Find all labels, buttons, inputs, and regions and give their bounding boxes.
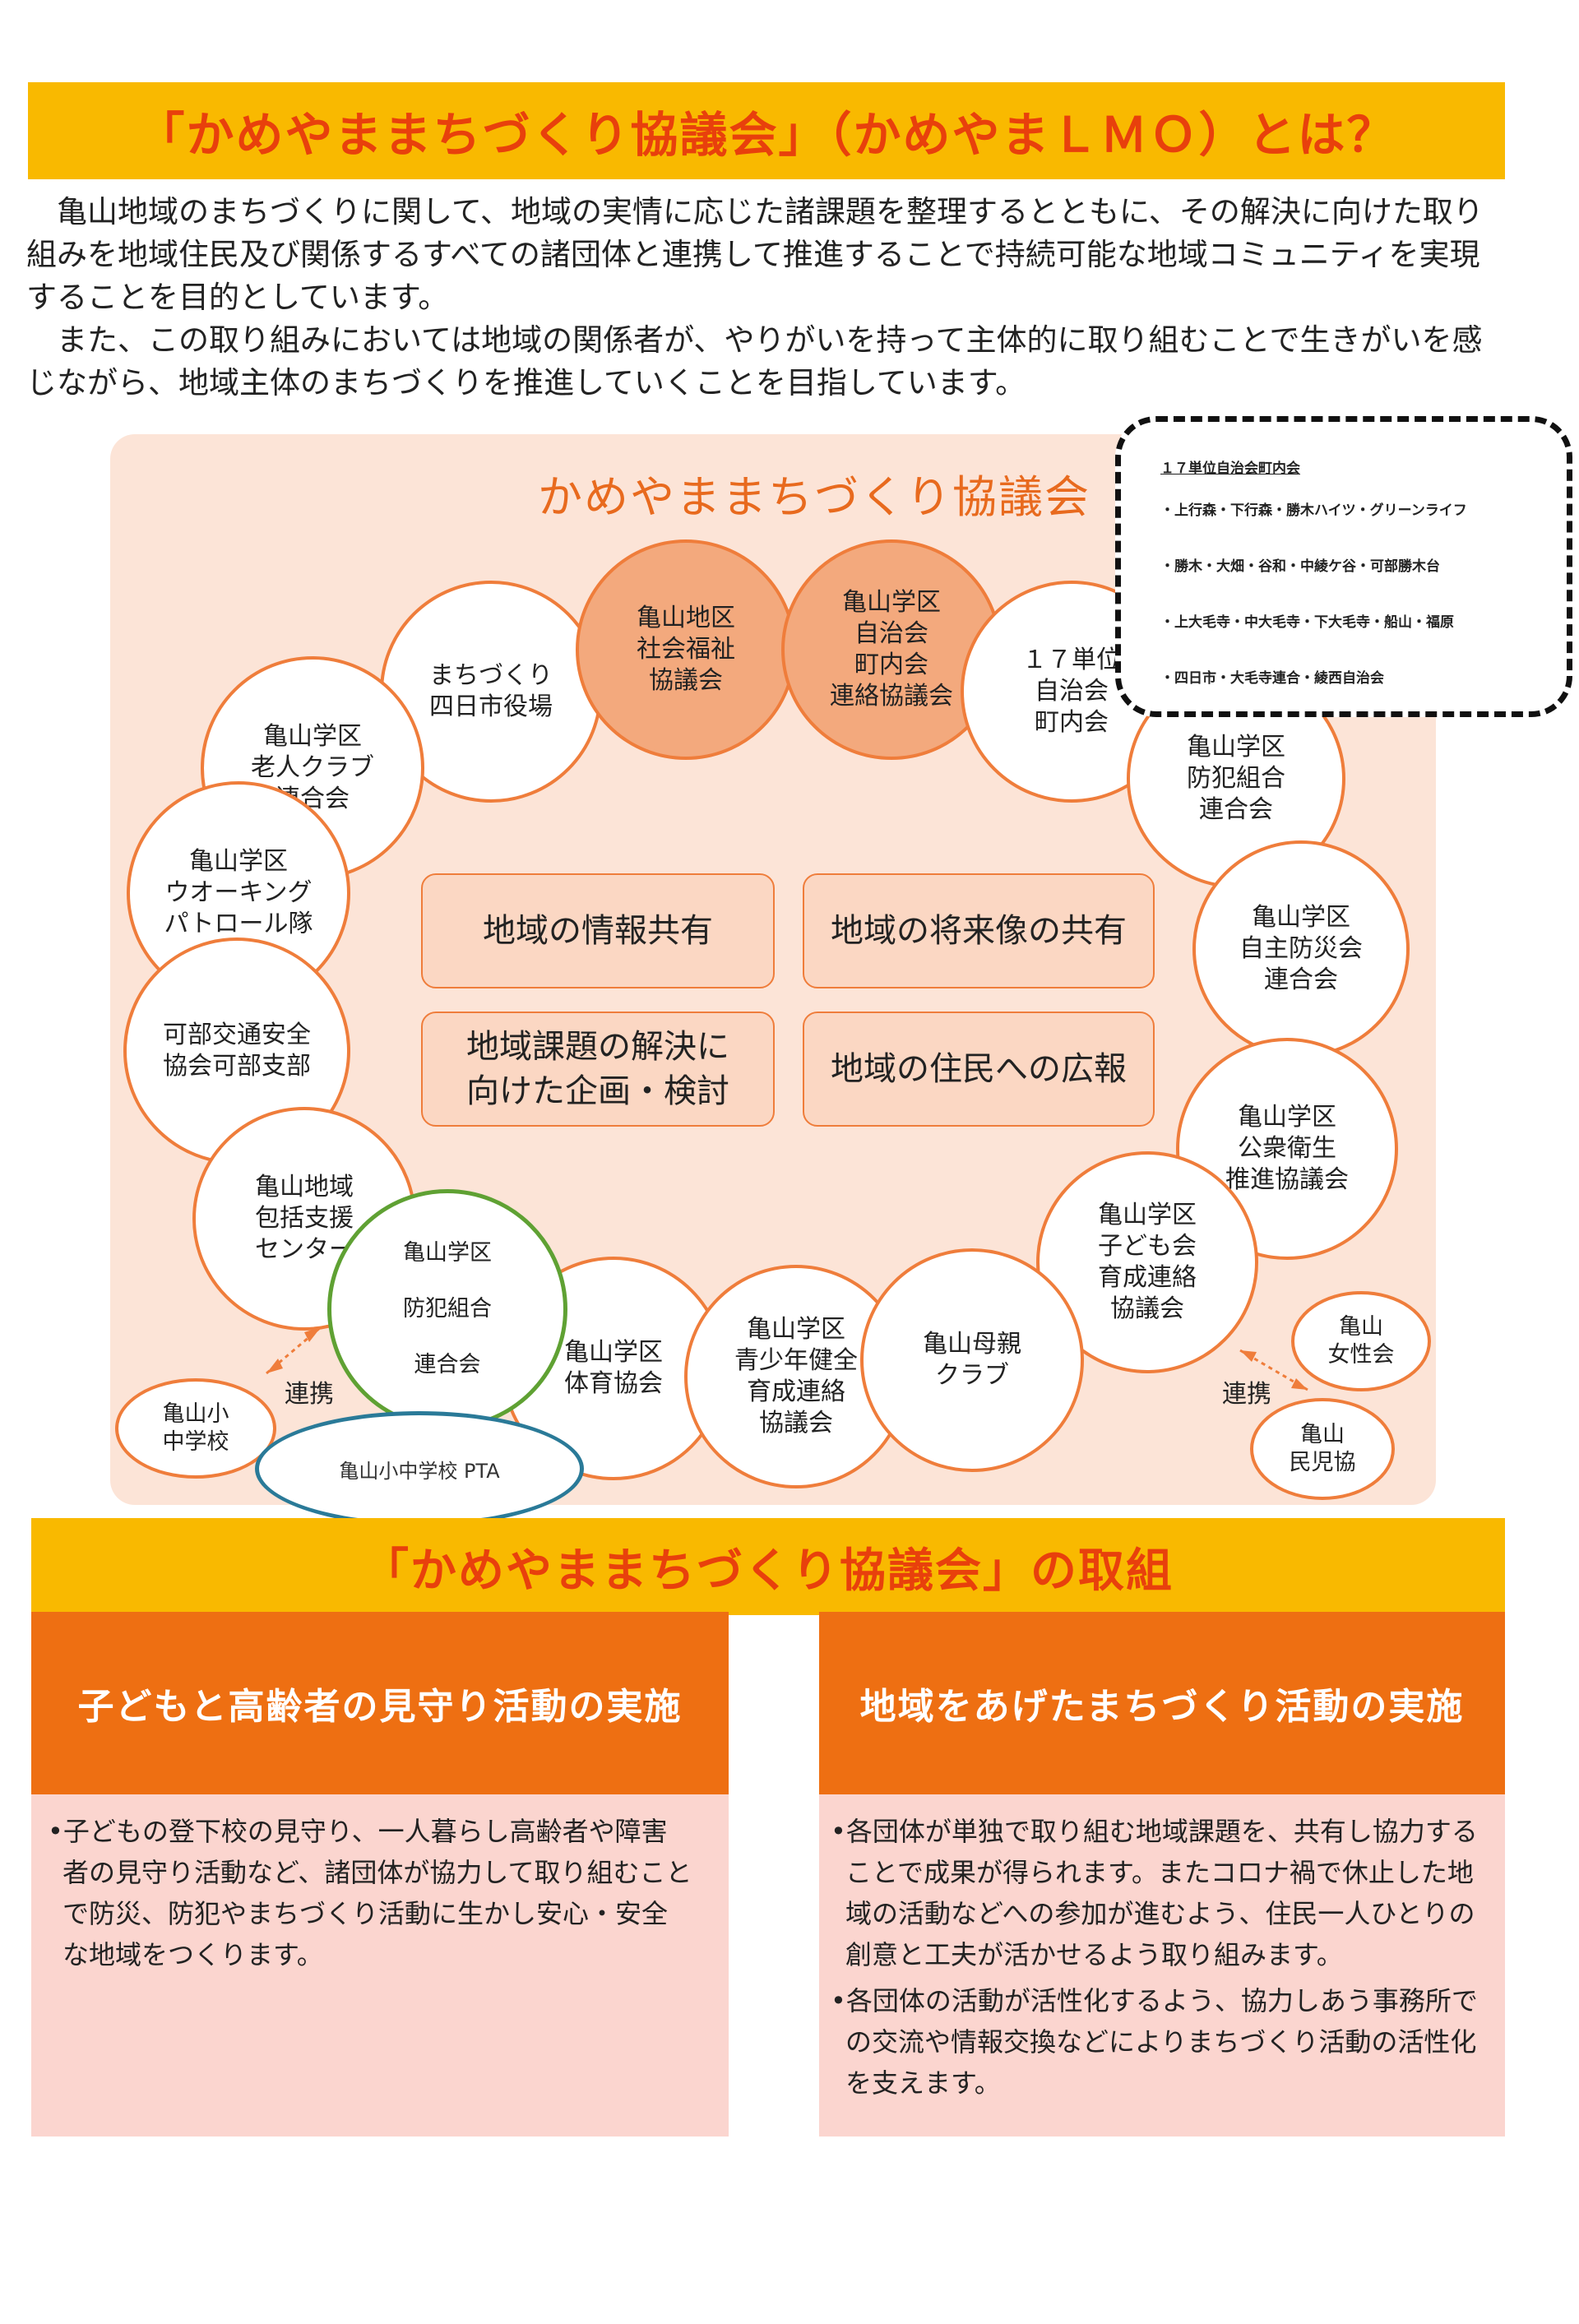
partner-pta: 亀山小中学校 PTA <box>255 1411 584 1526</box>
intro-paragraph-1: 亀山地域のまちづくりに関して、地域の実情に応じた諸課題を整理するとともに、その解… <box>26 194 1484 315</box>
section-title: 「かめやままちづくり協議会」の取組 <box>363 1544 1174 1598</box>
units-list-line: ・四日市・大毛寺連合・綾西自治会 <box>1160 670 1384 687</box>
topic-future-vision: 地域の将来像の共有 <box>803 873 1155 988</box>
units-list-line: ・上大毛寺・中大毛寺・下大毛寺・船山・福原 <box>1160 614 1454 631</box>
activity-left-body: •子どもの登下校の見守り、一人暮らし高齢者や障害者の見守り活動など、諸団体が協力… <box>31 1794 729 2137</box>
activity-right-bullet: •各団体の活動が活性化するよう、協力しあう事務所での交流や情報交換などによりまち… <box>831 1985 1478 2099</box>
partner-minjikyo: 亀山 民児協 <box>1250 1398 1395 1500</box>
org-mothers-club: 亀山母親 クラブ <box>860 1248 1084 1472</box>
link-arrow-left <box>266 1326 1308 1391</box>
partner-school: 亀山小 中学校 <box>115 1378 276 1479</box>
topic-problem-solving-planning: 地域課題の解決に 向けた企画・検討 <box>421 1012 775 1127</box>
partner-womens-association: 亀山 女性会 <box>1291 1291 1431 1391</box>
page-title-banner: 「かめやままちづくり協議会」（かめやまＬＭＯ）とは？ <box>28 82 1505 179</box>
intro-text: 亀山地域のまちづくりに関して、地域の実情に応じた諸課題を整理するとともに、その解… <box>26 191 1507 405</box>
topic-community-publicity: 地域の住民への広報 <box>803 1012 1155 1127</box>
units-list-line: ・勝木・大畑・谷和・中綾ケ谷・可部勝木台 <box>1160 558 1440 575</box>
activity-right-body: •各団体が単独で取り組む地域課題を、共有し協力することで成果が得られます。またコ… <box>819 1794 1505 2137</box>
activity-left-bullet: •子どもの登下校の見守り、一人暮らし高齢者や障害者の見守り活動など、諸団体が協力… <box>48 1816 692 1970</box>
activity-right-bullet: •各団体が単独で取り組む地域課題を、共有し協力することで成果が得られます。またコ… <box>831 1816 1478 1970</box>
link-label-left: 連携 <box>285 1380 334 1409</box>
diagram-title: かめやままちづくり協議会 <box>538 471 1090 523</box>
page-title: 「かめやままちづくり協議会」（かめやまＬＭＯ）とは？ <box>137 107 1396 163</box>
org-crime-prevention-union-green: 亀山学区 防犯組合 連合会 <box>327 1189 567 1429</box>
units-list-line: ・上行森・下行森・勝木ハイツ・グリーンライフ <box>1160 502 1467 519</box>
org-disaster-prevention: 亀山学区 自主防災会 連合会 <box>1192 840 1410 1058</box>
topic-information-sharing: 地域の情報共有 <box>421 873 775 988</box>
intro-paragraph-2: また、この取り組みにおいては地域の関係者が、やりがいを持って主体的に取り組むこと… <box>26 322 1483 400</box>
org-social-welfare-council: 亀山地区 社会福祉 協議会 <box>576 539 796 760</box>
section-title-banner: 「かめやままちづくり協議会」の取組 <box>31 1518 1505 1615</box>
activity-left-heading: 子どもと高齢者の見守り活動の実施 <box>31 1612 729 1794</box>
units-list-heading: １７単位自治会町内会 <box>1160 461 1300 477</box>
units-list-box: １７単位自治会町内会 ・上行森・下行森・勝木ハイツ・グリーンライフ ・勝木・大畑… <box>1115 416 1572 717</box>
link-label-right: 連携 <box>1222 1380 1271 1409</box>
activity-right-heading: 地域をあげたまちづくり活動の実施 <box>819 1612 1505 1794</box>
org-children-association: 亀山学区 子ども会 育成連絡 協議会 <box>1036 1151 1258 1373</box>
